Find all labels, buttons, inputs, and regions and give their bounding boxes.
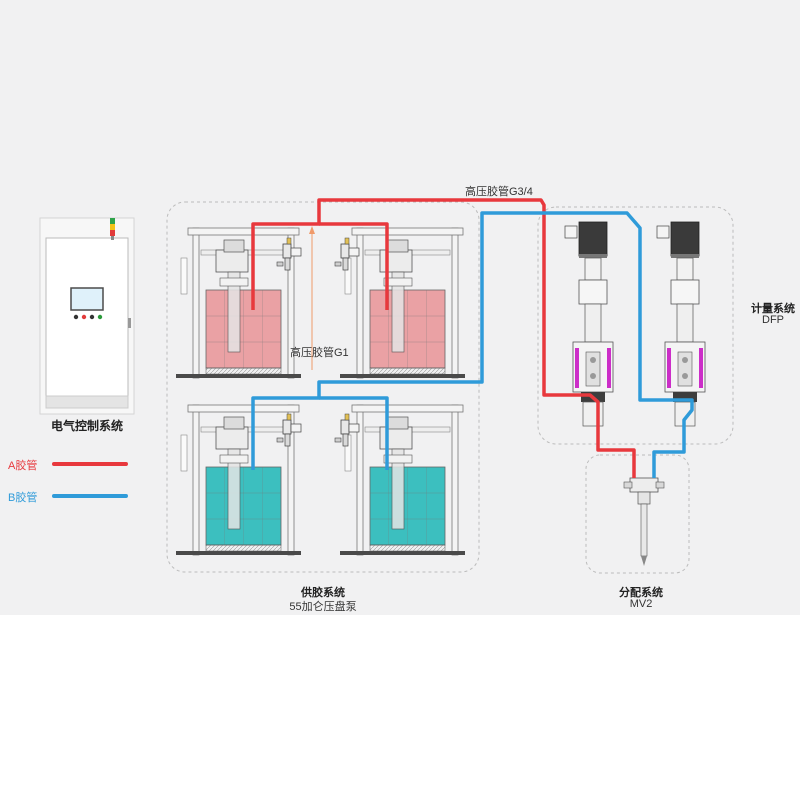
metering-subtitle: DFP [762,314,784,326]
hose-a-red-branch [319,222,389,310]
hose-b-blue-branch [319,396,389,470]
metering-group-box [537,206,734,445]
pump-b1 [176,404,301,556]
legend-a-label: A胶管 [8,460,38,472]
supply-subtitle: 55加仑压盘泵 [289,601,357,613]
hose-a-red [251,198,636,478]
metering-unit-b [656,221,706,427]
dispense-title: 分配系统 [619,587,663,599]
electrical-label: 电气控制系统 [50,419,124,433]
pump-b2 [340,404,465,556]
hose-g34-label: 高压胶管G3/4 [465,186,533,198]
supply-title: 供胶系统 [301,587,345,599]
hose-b-blue [251,211,694,478]
metering-title: 计量系统 [751,303,795,315]
dispense-group-box [585,454,690,574]
pump-a1 [176,227,301,379]
dispense-valve-mv2 [623,477,665,566]
valve-a1 [276,237,302,271]
supply-group-box [166,201,480,573]
legend-b-label: B胶管 [8,492,38,504]
valve-b2 [334,413,360,447]
valve-b1 [276,413,302,447]
page-bottom [0,615,800,800]
dispense-subtitle: MV2 [629,598,653,610]
valve-a2 [334,237,360,271]
hose-g1-label: 高压胶管G1 [290,347,349,359]
pump-a2 [340,227,465,379]
electrical-cabinet [39,217,135,415]
